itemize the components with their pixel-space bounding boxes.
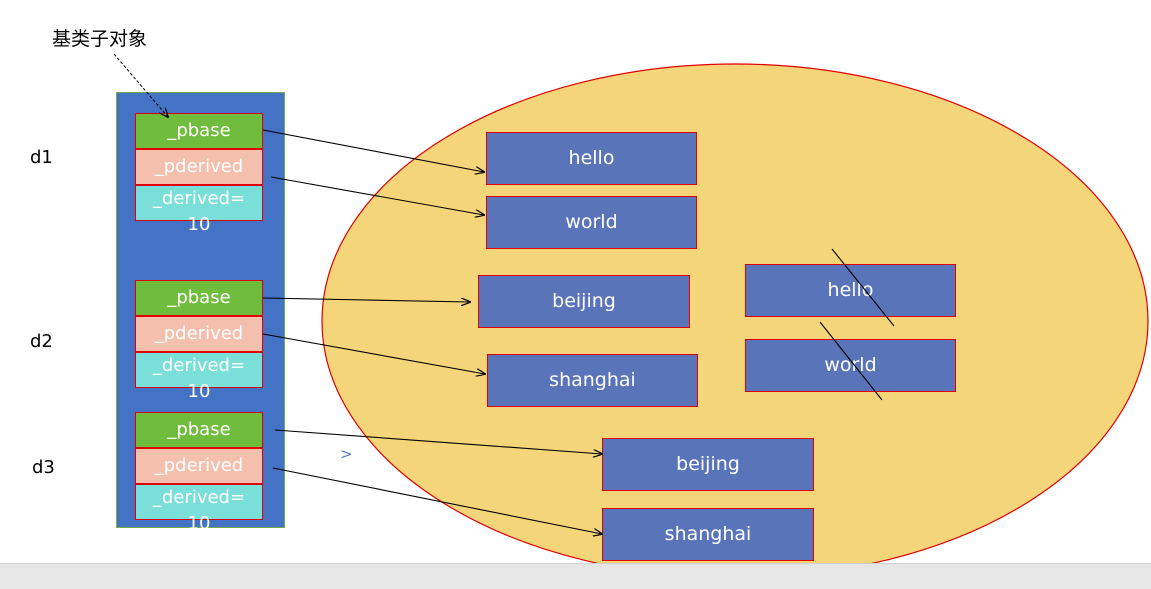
- heap-box-hello: hello: [486, 132, 697, 185]
- arrow-d1-pderived-world: [270, 176, 484, 215]
- arrow-d3-pbase-beijing: [274, 429, 602, 454]
- object-label-d3: d3: [32, 457, 55, 478]
- heap-box-world: world: [486, 196, 697, 249]
- arrow-d1-pbase-hello: [262, 129, 484, 172]
- d2-derived-cell: _derived= 10: [135, 352, 263, 402]
- d2-pbase-cell: _pbase: [135, 280, 263, 316]
- object-label-d2: d2: [30, 331, 53, 352]
- d3-derived-cell: _derived= 10: [135, 484, 263, 534]
- arrow-d2-pderived-shanghai: [262, 333, 485, 374]
- arrow-d2-pbase-beijing: [262, 297, 470, 302]
- d1-pbase-cell: _pbase: [135, 113, 263, 149]
- chevron-right-icon: >: [340, 445, 353, 463]
- arrow-d3-pderived-shanghai: [272, 467, 602, 534]
- heap-box-world-freed: world: [745, 339, 956, 392]
- d3-pbase-cell: _pbase: [135, 412, 263, 448]
- object-label-d1: d1: [30, 147, 53, 168]
- diagram-title: 基类子对象: [52, 28, 148, 50]
- heap-box-shanghai: shanghai: [487, 354, 698, 407]
- d1-derived-cell: _derived= 10: [135, 185, 263, 235]
- d2-pderived-cell: _pderived: [135, 316, 263, 352]
- bottom-bar: [0, 563, 1151, 589]
- strike-world: [819, 321, 883, 401]
- d1-pderived-cell: _pderived: [135, 149, 263, 185]
- strike-hello: [831, 248, 895, 327]
- heap-box-beijing: beijing: [478, 275, 690, 328]
- heap-box-beijing-2: beijing: [602, 438, 814, 491]
- title-pointer-arrow: [113, 53, 168, 117]
- d3-pderived-cell: _pderived: [135, 448, 263, 484]
